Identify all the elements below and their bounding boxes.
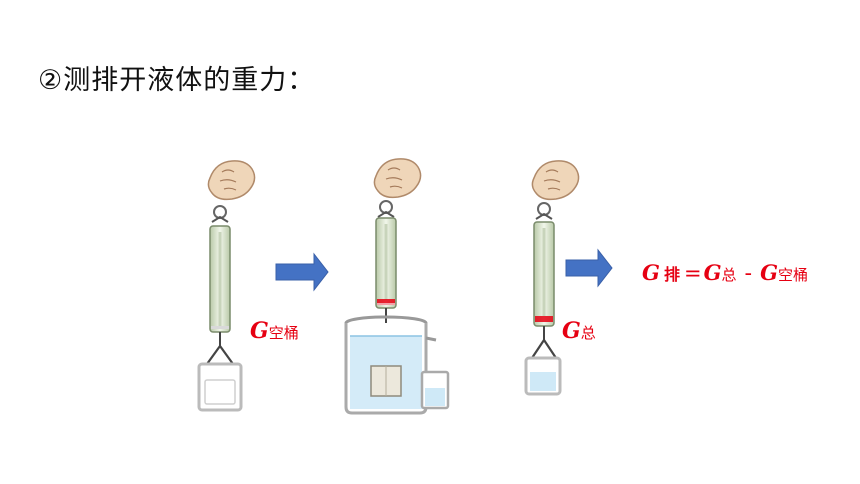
spring-scale xyxy=(533,221,555,327)
setup-total xyxy=(524,160,580,396)
arrow-icon xyxy=(565,248,613,288)
immersed-block xyxy=(370,365,402,397)
arrow-icon xyxy=(275,252,329,292)
slide-title: ②测排开液体的重力： xyxy=(38,65,316,96)
hand-icon xyxy=(207,160,256,201)
hand-icon xyxy=(373,158,422,199)
setup-overflow-can xyxy=(344,158,450,415)
setup-empty-bucket xyxy=(197,160,256,412)
spring-scale xyxy=(375,217,397,309)
hand-icon xyxy=(531,160,580,201)
label-total-weight: G总 xyxy=(562,318,596,344)
label-empty-bucket-weight: G空桶 xyxy=(250,318,299,344)
bucket-with-water xyxy=(524,356,562,396)
spring-scale xyxy=(209,225,231,333)
empty-bucket xyxy=(197,362,243,412)
collecting-bucket xyxy=(420,370,450,410)
